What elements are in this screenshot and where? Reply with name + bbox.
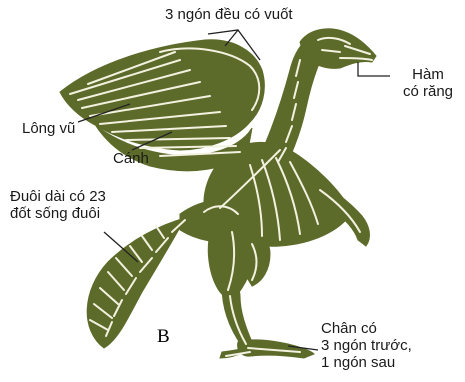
tail-label: Đuôi dài có 23 đốt sống đuôi (10, 188, 106, 222)
feet-text-line2: 3 ngón trước, (321, 337, 412, 354)
bird-silhouette (60, 29, 376, 358)
tail-text-line2: đốt sống đuôi (10, 205, 106, 222)
wing-label: Cánh (113, 150, 149, 167)
feathers-text: Lông vũ (22, 120, 75, 137)
feet-text-line3: 1 ngón sau (321, 354, 412, 371)
figure-letter: B (157, 326, 170, 348)
claws-label: 3 ngón đều có vuốt (165, 6, 293, 23)
jaw-text-line1: Hàm (396, 66, 460, 83)
jaw-leader-line (358, 62, 390, 76)
feet-text-line1: Chân có (321, 320, 412, 337)
feathers-label: Lông vũ (22, 120, 75, 137)
jaw-label: Hàm có răng (396, 66, 460, 100)
shin (222, 284, 252, 346)
tail-text-line1: Đuôi dài có 23 (10, 188, 106, 205)
claws-text: 3 ngón đều có vuốt (165, 6, 293, 23)
feet-label: Chân có 3 ngón trước, 1 ngón sau (321, 320, 412, 371)
wing-text: Cánh (113, 150, 149, 167)
jaw-text-line2: có răng (396, 83, 460, 100)
